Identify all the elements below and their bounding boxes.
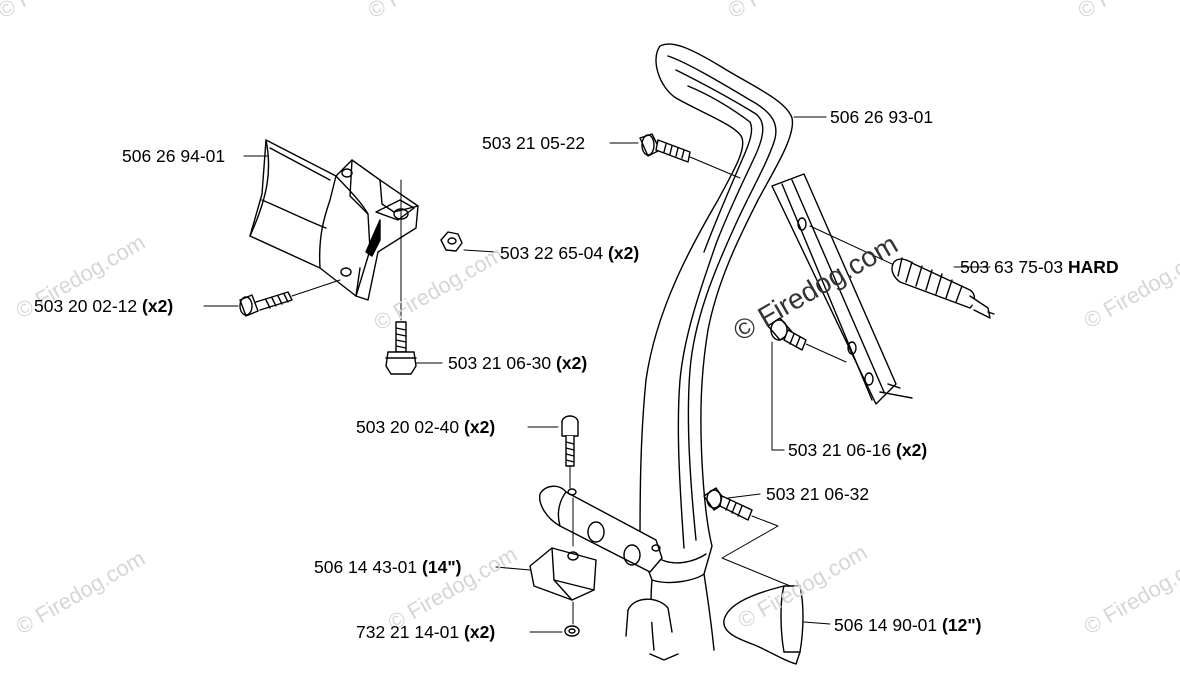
label-503-20-02-12: 503 20 02-12 (x2): [34, 296, 173, 316]
part-number: 503 20 02-40: [356, 417, 460, 437]
label-503-21-05-22: 503 21 05-22: [482, 133, 585, 153]
label-503-21-06-32: 503 21 06-32: [766, 484, 869, 504]
part-number: 503 22 65-04: [500, 243, 604, 263]
part-number: 503 21 06-30: [448, 353, 552, 373]
label-506-26-94-01: 506 26 94-01: [122, 146, 225, 166]
part-number: 506 26 93-01: [830, 107, 934, 127]
label-503-63-75-03: 503 63 75-03 HARD: [960, 257, 1119, 277]
part-qty: HARD: [1068, 257, 1119, 277]
label-503-21-06-16: 503 21 06-16 (x2): [788, 440, 927, 460]
handle-506-26-93-01: [540, 44, 912, 650]
leader-lines: [204, 117, 990, 632]
bolt-503-21-05-22: [640, 134, 740, 178]
nut-503-22-65-04: [441, 232, 462, 251]
nut-732-21-14-01: [565, 626, 579, 636]
bracket-506-26-94-01: [250, 140, 418, 300]
part-qty: (x2): [556, 353, 588, 373]
part-number: 503 21 06-16: [788, 440, 892, 460]
label-503-20-02-40: 503 20 02-40 (x2): [356, 417, 495, 437]
part-qty: (x2): [896, 440, 928, 460]
spring-503-63-75-03: [810, 226, 994, 318]
part-number: 503 63 75-03: [960, 257, 1064, 277]
screw-503-20-02-12: [240, 280, 340, 316]
part-qty: (14"): [422, 557, 462, 577]
part-qty: (x2): [464, 622, 496, 642]
bolt-503-21-06-30: [386, 180, 416, 374]
label-506-26-93-01: 506 26 93-01: [830, 107, 933, 127]
label-503-22-65-04: 503 22 65-04 (x2): [500, 243, 639, 263]
part-qty: (x2): [464, 417, 496, 437]
part-number: 506 14 43-01: [314, 557, 418, 577]
lower-fragment: [626, 599, 678, 660]
bolt-503-21-06-16: [768, 318, 846, 450]
part-number: 506 14 90-01: [834, 615, 938, 635]
part-number: 506 26 94-01: [122, 146, 226, 166]
part-number: 732 21 14-01: [356, 622, 460, 642]
label-732-21-14-01: 732 21 14-01 (x2): [356, 622, 495, 642]
screw-503-20-02-40: [562, 416, 578, 488]
part-qty: (x2): [142, 296, 174, 316]
label-503-21-06-30: 503 21 06-30 (x2): [448, 353, 587, 373]
part-number: 503 21 05-22: [482, 133, 586, 153]
label-506-14-43-01: 506 14 43-01 (14"): [314, 557, 461, 577]
spike-506-14-90-01: [724, 586, 803, 664]
part-number: 503 20 02-12: [34, 296, 138, 316]
part-number: 503 21 06-32: [766, 484, 870, 504]
part-qty: (x2): [608, 243, 640, 263]
label-506-14-90-01: 506 14 90-01 (12"): [834, 615, 981, 635]
part-qty: (12"): [942, 615, 982, 635]
spike-506-14-43-01: [530, 498, 596, 624]
bolt-503-21-06-32: [704, 488, 800, 590]
